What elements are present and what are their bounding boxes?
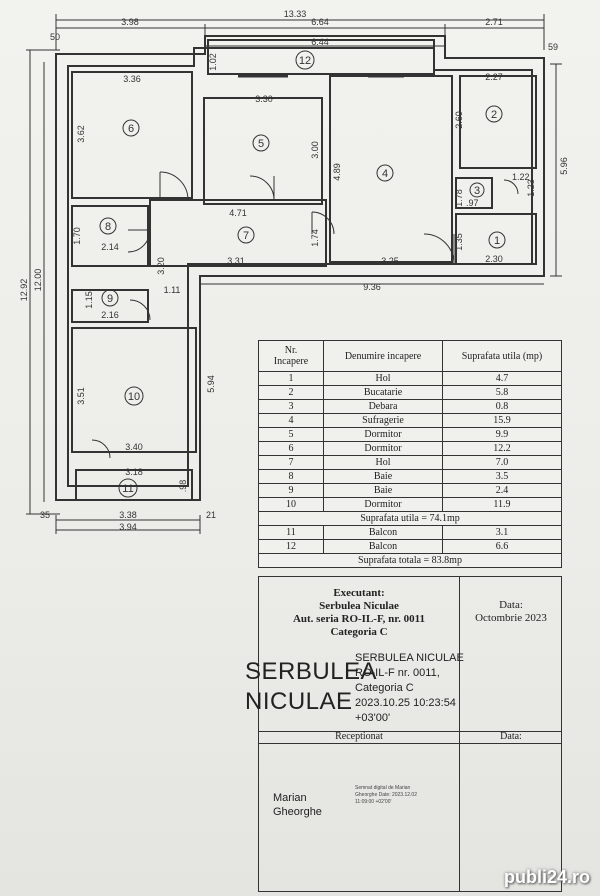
dim-wall-right: 59 <box>548 42 558 52</box>
receiver-signature-details: Semnat digital de Marian Gheorghe Date: … <box>355 785 417 805</box>
room-number-3: 3 <box>474 185 480 197</box>
dim-top-right: 2.71 <box>485 17 503 27</box>
dim-top-total: 13.33 <box>284 9 307 19</box>
dim-room3-h3: 1.78 <box>454 189 464 207</box>
dim-bottom-left: 35 <box>40 510 50 520</box>
dim-hall-w2: 1.11 <box>164 285 181 295</box>
room-number-7: 7 <box>243 230 249 242</box>
area-table: Nr. Incapere Denumire incapere Suprafata… <box>258 340 562 568</box>
room-number-6: 6 <box>128 123 134 135</box>
dim-room10-h: 3.51 <box>76 387 86 405</box>
dim-balc12-h: 1.02 <box>208 53 218 71</box>
dim-room9-w: 2.16 <box>101 310 119 320</box>
room-number-10: 10 <box>128 391 140 403</box>
dim-room5-h: 3.00 <box>310 141 320 159</box>
dim-room5-w: 3.30 <box>255 94 273 104</box>
dim-bottom-right: 21 <box>206 510 216 520</box>
digital-signature-name: SERBULEA NICULAE <box>245 658 378 715</box>
grand-total-row: Suprafata totala = 83.8mp <box>258 553 562 568</box>
dim-hall-w: 3.31 <box>227 256 245 266</box>
util-total-row: Suprafata utila = 74.1mp <box>258 511 562 526</box>
dim-room6-h: 3.62 <box>76 125 86 143</box>
room-number-11: 11 <box>122 483 133 495</box>
dim-room1-w: 2.30 <box>485 254 503 264</box>
floor-plan: 13.33 3.98 6.64 2.71 6.44 50 59 12.92 12… <box>19 9 569 534</box>
room-number-12: 12 <box>299 55 311 67</box>
publi24-logo: publi24.ro <box>503 867 590 887</box>
dim-room6-w: 3.36 <box>123 74 141 84</box>
receiver-name: Marian Gheorghe <box>273 792 322 818</box>
dim-bottom-mid: 3.38 <box>119 510 137 520</box>
dim-room7-w: 4.71 <box>229 208 247 218</box>
dim-total-height: 12.92 <box>19 279 29 302</box>
dim-top-mid: 6.64 <box>311 17 329 27</box>
room-number-2: 2 <box>491 109 497 121</box>
header-suprafata: Suprafata utila (mp) <box>442 340 562 372</box>
executant-info: Executant: Serbulea Niculae Aut. seria R… <box>292 587 426 638</box>
dim-right-height: 5.96 <box>559 157 569 175</box>
digital-signature-details: SERBULEA NICULAE RO-IL-F nr. 0011, Categ… <box>355 652 464 724</box>
dim-room2-h: 2.60 <box>454 111 464 129</box>
dim-room8-w: 2.14 <box>101 242 119 252</box>
dim-bottom-inner: 9.36 <box>363 282 381 292</box>
dim-room1-h: 1.35 <box>454 233 464 251</box>
dim-room9-h: 1.15 <box>84 291 94 309</box>
header-denumire: Denumire incapere <box>323 340 443 372</box>
dim-room10-w: 3.40 <box>125 442 143 452</box>
dim-wall-left: 50 <box>50 32 60 42</box>
dim-balcony12: 6.44 <box>311 37 329 47</box>
room-number-4: 4 <box>382 168 388 180</box>
room-number-8: 8 <box>105 221 111 233</box>
room-number-5: 5 <box>258 138 264 150</box>
dim-balc11-h: .98 <box>178 480 188 493</box>
header-nr: Nr. Incapere <box>258 340 324 372</box>
dim-room3-h: 1.22 <box>512 172 530 182</box>
dim-hall-h: 3.20 <box>156 257 166 275</box>
dim-balc11-w: 3.18 <box>125 467 143 477</box>
dim-room7-h: 1.74 <box>310 229 320 247</box>
signature-block: Executant: Serbulea Niculae Aut. seria R… <box>245 576 562 892</box>
date-info: Data: Octombrie 2023 <box>475 599 547 624</box>
dim-top-left: 3.98 <box>121 17 139 27</box>
dim-room4-w: 3.25 <box>381 256 399 266</box>
room-number-9: 9 <box>107 293 113 305</box>
room-number-1: 1 <box>494 235 500 247</box>
receptionat-label: Receptionat <box>335 731 383 742</box>
dim-room10-right: 5.94 <box>206 375 216 393</box>
dim-height-inner: 12.00 <box>33 269 43 292</box>
dim-room8-h: 1.70 <box>72 227 82 245</box>
dim-room3-h2: 1.23 <box>526 179 536 197</box>
dim-room2-w: 2.27 <box>485 72 503 82</box>
dim-room4-h: 4.89 <box>332 163 342 181</box>
dim-bottom-total: 3.94 <box>119 522 137 532</box>
data-label: Data: <box>500 731 522 742</box>
dim-room3-w: .97 <box>466 198 479 208</box>
